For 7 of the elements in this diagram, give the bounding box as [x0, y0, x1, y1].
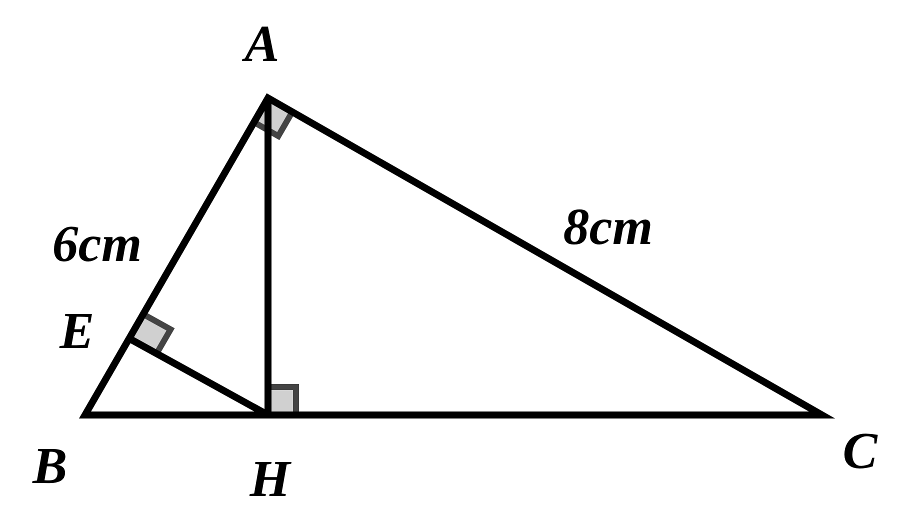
vertex-label: C [842, 426, 878, 478]
vertex-label: H [250, 454, 290, 506]
vertex-label: E [60, 306, 94, 358]
vertex-label: A [244, 19, 280, 71]
vertex-label: B [32, 441, 68, 493]
dimension-label: 6cm [52, 219, 142, 271]
dimension-label: 8cm [563, 202, 653, 254]
